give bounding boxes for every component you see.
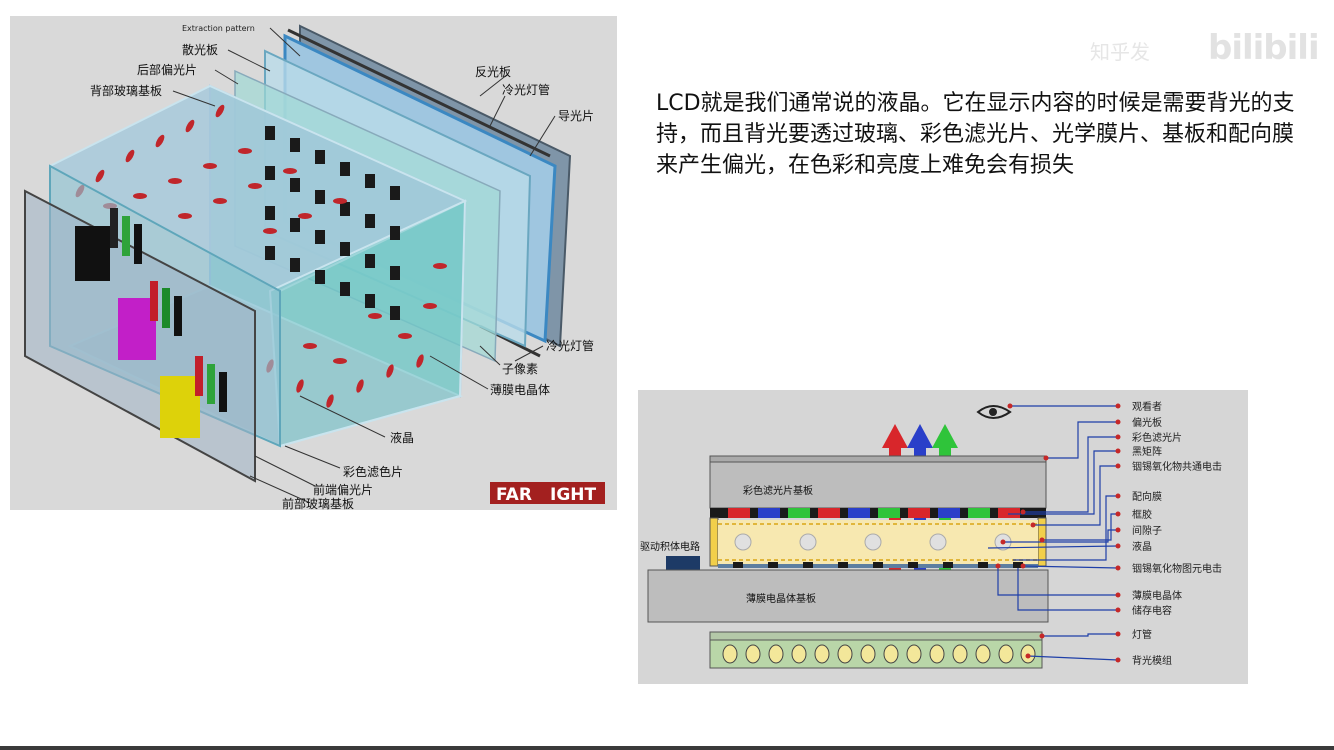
label-spacer: 间隙子 xyxy=(1132,524,1162,537)
leader-lines xyxy=(172,27,556,503)
lcd-exploded-figure: Extraction pattern 散光板 后部偏光片 背部玻璃基板 反光板 … xyxy=(10,16,617,511)
yellow-block xyxy=(160,376,200,438)
label-subpixel: 子像素 xyxy=(502,362,538,376)
label-reflector: 反光板 xyxy=(475,65,511,79)
black-matrix-cells xyxy=(265,126,400,320)
driver-ic-label: 驱动积体电路 xyxy=(640,540,700,553)
label-ccfl-top: 冷光灯管 xyxy=(502,82,550,97)
lcd-cross-section-figure: 彩色滤光片基板 xyxy=(638,390,1248,684)
lamp-strip xyxy=(709,631,1043,641)
label-rear-glass: 背部玻璃基板 xyxy=(90,83,162,98)
color-filter-substrate xyxy=(709,461,1047,509)
label-color-filter: 彩色滤色片 xyxy=(343,465,403,479)
label-tft: 薄膜电晶体 xyxy=(1132,589,1182,602)
label-polarizer: 偏光板 xyxy=(1132,416,1162,429)
label-sealant: 框胶 xyxy=(1132,508,1152,521)
label-lamp: 灯管 xyxy=(1132,628,1152,641)
pixel-electrodes xyxy=(718,562,1038,568)
label-diffuser: 散光板 xyxy=(182,42,218,57)
watermark: 知乎发 bilibili xyxy=(1090,28,1320,68)
label-storage-capacitor: 储存电容 xyxy=(1132,604,1172,617)
label-alignment-film: 配向膜 xyxy=(1132,490,1162,503)
label-extraction-pattern: Extraction pattern xyxy=(182,24,255,33)
logo-text-far: FAR xyxy=(496,485,532,505)
bottom-bar xyxy=(0,746,1334,750)
label-rear-polarizer: 后部偏光片 xyxy=(137,62,197,77)
label-viewer: 观看者 xyxy=(1132,400,1162,413)
frame-sealant-left xyxy=(709,517,719,567)
cross-section-leaders xyxy=(987,405,1119,661)
top-polarizer xyxy=(709,455,1047,463)
label-color-filter: 彩色滤光片 xyxy=(1132,431,1182,444)
bilibili-logo: bilibili xyxy=(1208,28,1320,68)
lc-molecules xyxy=(75,104,447,408)
label-liquid-crystal: 液晶 xyxy=(390,430,414,445)
label-light-guide: 导光片 xyxy=(558,109,594,123)
label-ito-common: 铟锡氧化物共通电击 xyxy=(1132,460,1222,473)
label-ito-pixel: 铟锡氧化物图元电击 xyxy=(1132,562,1222,575)
label-front-glass: 前部玻璃基板 xyxy=(282,496,354,510)
cf-substrate-label: 彩色滤光片基板 xyxy=(743,484,813,497)
spacers xyxy=(734,533,1012,551)
label-ccfl-bottom: 冷光灯管 xyxy=(546,338,594,353)
label-black-matrix: 黑矩阵 xyxy=(1132,445,1162,458)
black-block xyxy=(75,226,110,281)
rgb-strips xyxy=(110,208,227,412)
label-dots xyxy=(995,403,1121,663)
slide-caption: LCD就是我们通常说的液晶。它在显示内容的时候是需要背光的支持，而且背光要透过玻… xyxy=(656,91,1295,178)
driver-ic xyxy=(666,556,700,570)
logo-text-ight: IGHT xyxy=(550,485,597,505)
label-liquid-crystal: 液晶 xyxy=(1132,540,1152,553)
color-filter-row xyxy=(710,508,1046,518)
label-front-polarizer: 前端偏光片 xyxy=(313,482,373,497)
tft-substrate xyxy=(647,569,1049,623)
backlight-lamps xyxy=(722,644,1036,664)
watermark-text: 知乎发 xyxy=(1090,40,1150,64)
eye-icon xyxy=(976,405,1012,419)
label-tft: 薄膜电晶体 xyxy=(490,382,550,397)
farlight-logo: FAR IGHT xyxy=(490,482,605,505)
label-backlight-module: 背光模组 xyxy=(1132,654,1172,667)
tft-substrate-label: 薄膜电晶体基板 xyxy=(746,592,816,605)
magenta-block xyxy=(118,298,156,360)
